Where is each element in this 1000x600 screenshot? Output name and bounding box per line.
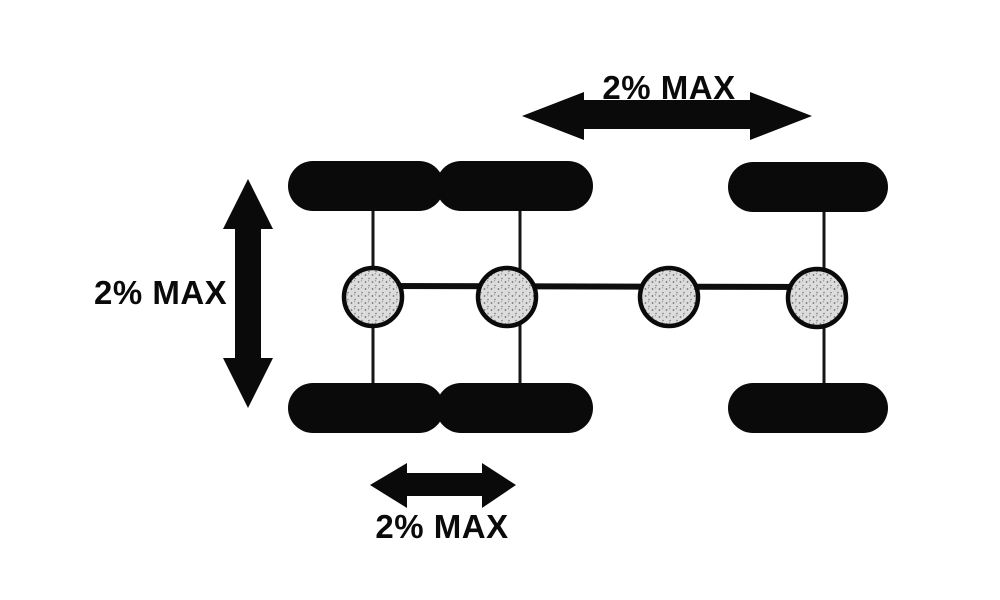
hub-2	[475, 265, 539, 329]
spindle-lines	[371, 210, 826, 384]
tire-bottom-right	[728, 383, 888, 433]
tire-top-left-outer	[288, 161, 444, 211]
axle-center-line	[373, 283, 819, 290]
tire-top-right	[728, 162, 888, 212]
tire-bottom-left-inner	[436, 383, 593, 433]
hub-3	[637, 265, 701, 329]
vertical-tolerance-arrow-left	[223, 179, 273, 408]
tolerance-label-top: 2% MAX	[602, 69, 736, 106]
tolerance-label-left: 2% MAX	[94, 274, 228, 311]
tolerance-label-bottom: 2% MAX	[375, 508, 509, 545]
horizontal-tolerance-arrow-bottom	[370, 463, 516, 508]
hub-1	[341, 265, 405, 329]
tire-bottom-left-outer	[288, 383, 444, 433]
tires	[288, 161, 888, 433]
tolerance-arrows	[223, 92, 812, 508]
horizontal-tolerance-arrow-top	[522, 92, 812, 140]
axle-hubs	[341, 265, 849, 330]
tire-top-left-inner	[436, 161, 593, 211]
hub-4	[785, 266, 849, 330]
